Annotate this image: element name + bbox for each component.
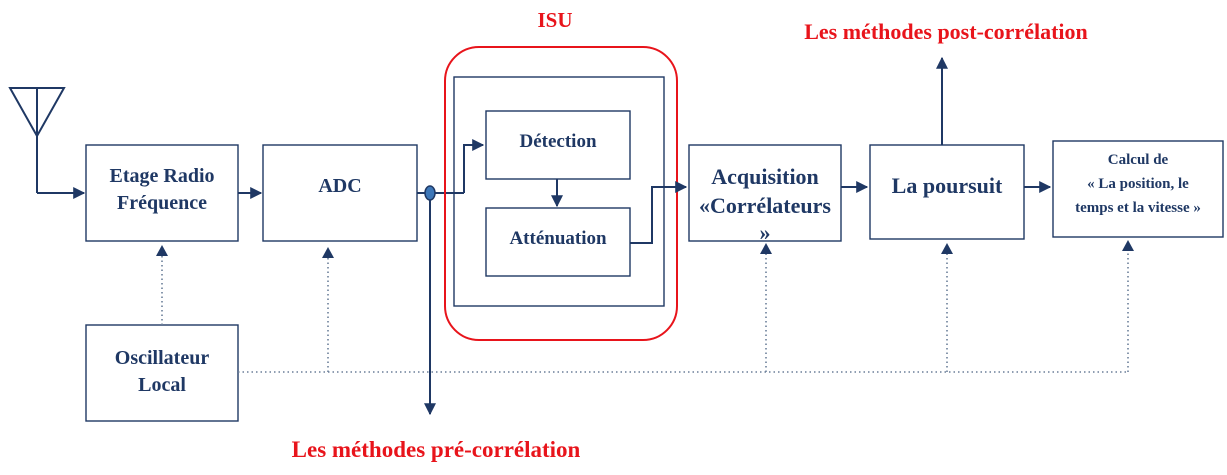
calcul-label-line3: temps et la vitesse »	[1075, 200, 1201, 216]
clock-distribution-lines	[156, 240, 1134, 373]
antenna-icon	[8, 87, 66, 193]
pre-correlation-label: Les méthodes pré-corrélation	[292, 437, 581, 462]
oscillator-label-line2: Local	[138, 374, 186, 396]
post-correlation-label: Les méthodes post-corrélation	[804, 19, 1088, 44]
acquisition-label-line1: Acquisition	[711, 164, 819, 189]
rf-label-line2: Fréquence	[117, 192, 207, 214]
pvt-calculation-block: Calcul de « La position, le temps et la …	[1052, 140, 1224, 238]
to-acquisition-arrow	[630, 181, 688, 244]
rf-label-line1: Etage Radio	[110, 165, 215, 187]
local-oscillator-block: Oscillateur Local	[85, 324, 239, 422]
detection-block: Détection	[485, 110, 631, 180]
tracking-label: La poursuit	[892, 173, 1003, 198]
detection-label: Détection	[519, 131, 596, 152]
junction-node	[424, 185, 436, 201]
attenuation-block: Atténuation	[485, 207, 631, 277]
adc-block: ADC	[262, 144, 418, 242]
tracking-block: La poursuit	[869, 144, 1025, 240]
oscillator-label-line1: Oscillateur	[115, 347, 210, 369]
attenuation-label: Atténuation	[509, 228, 607, 249]
isu-label: ISU	[537, 8, 572, 32]
acquisition-block: Acquisition «Corrélateurs »	[688, 144, 842, 245]
adc-label: ADC	[318, 175, 361, 197]
to-detection-arrow	[463, 139, 485, 193]
acquisition-label-line3: »	[760, 220, 771, 245]
calcul-label-line1: Calcul de	[1108, 152, 1169, 168]
acquisition-label-line2: «Corrélateurs	[699, 193, 831, 218]
rf-stage-block: Etage Radio Fréquence	[85, 144, 239, 242]
calcul-label-line2: « La position, le	[1087, 176, 1189, 192]
isu-inner-frame	[453, 76, 665, 307]
isu-highlight-frame	[444, 46, 678, 341]
